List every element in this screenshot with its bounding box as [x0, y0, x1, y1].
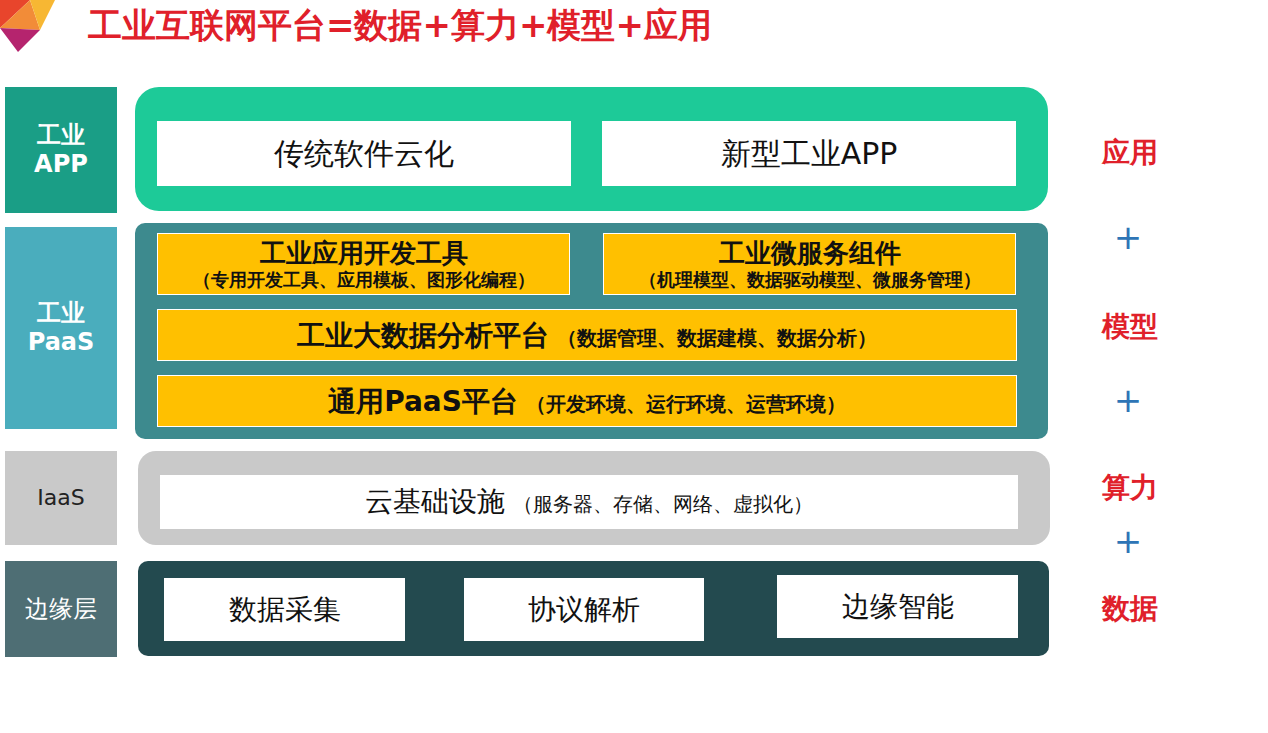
box-label: 工业微服务组件: [719, 238, 901, 269]
plus-sign: +: [1114, 380, 1143, 420]
layer-role: 算力: [1102, 469, 1158, 507]
layer-role: 模型: [1102, 308, 1158, 346]
box-detail: （机理模型、数据驱动模型、微服务管理）: [639, 269, 981, 291]
box-label: IaaS: [37, 485, 84, 511]
box-detail: （开发环境、运行环境、运营环境）: [526, 392, 846, 416]
plus-sign: +: [1114, 217, 1143, 257]
app-box: 传统软件云化: [157, 121, 571, 186]
module-box: 工业应用开发工具（专用开发工具、应用模板、图形化编程）: [157, 233, 570, 295]
box-detail: （服务器、存储、网络、虚拟化）: [513, 492, 813, 516]
box-label: 数据采集: [229, 593, 341, 627]
corner-shard: [30, 0, 55, 30]
layer-role: 应用: [1102, 134, 1158, 172]
box-label: 通用PaaS平台: [328, 385, 518, 419]
edge-box: 协议解析: [464, 578, 704, 641]
module-box: 通用PaaS平台 （开发环境、运行环境、运营环境）: [157, 375, 1017, 427]
app-box: 新型工业APP: [602, 121, 1016, 186]
box-label: 工业 PaaS: [26, 299, 96, 357]
edge-box: 边缘智能: [777, 575, 1018, 638]
box-label: 工业大数据分析平台: [297, 319, 549, 353]
layer-label: 工业 PaaS: [5, 227, 117, 429]
layer-band: 数据采集 协议解析 边缘智能: [138, 561, 1049, 656]
box-detail: （数据管理、数据建模、数据分析）: [557, 326, 877, 350]
box-detail: （专用开发工具、应用模板、图形化编程）: [193, 269, 535, 291]
box-label: 边缘层: [25, 595, 97, 624]
box-label: 协议解析: [528, 593, 640, 627]
box-label: 传统软件云化: [274, 136, 454, 172]
corner-decoration: [0, 0, 60, 60]
box-label: 工业应用开发工具: [260, 238, 468, 269]
plus-sign: +: [1114, 521, 1143, 561]
box-label: 边缘智能: [842, 590, 954, 624]
layer-label: 边缘层: [5, 561, 117, 657]
box-label: 工业 APP: [29, 121, 93, 179]
box-label: 云基础设施: [365, 485, 505, 519]
layer-band: 工业应用开发工具（专用开发工具、应用模板、图形化编程） 工业微服务组件（机理模型、…: [135, 223, 1048, 439]
diagram-title: 工业互联网平台=数据+算力+模型+应用: [88, 3, 712, 49]
corner-shard: [0, 28, 40, 52]
layer-label: 工业 APP: [5, 87, 117, 213]
module-box: 工业大数据分析平台 （数据管理、数据建模、数据分析）: [157, 309, 1017, 361]
module-box: 工业微服务组件（机理模型、数据驱动模型、微服务管理）: [603, 233, 1016, 295]
box-label: 新型工业APP: [721, 136, 898, 172]
layer-band: 云基础设施 （服务器、存储、网络、虚拟化）: [138, 451, 1050, 545]
layer-band: 传统软件云化 新型工业APP: [135, 87, 1048, 211]
layer-role: 数据: [1102, 590, 1158, 628]
edge-box: 数据采集: [164, 578, 405, 641]
layer-label: IaaS: [5, 451, 117, 545]
infra-box: 云基础设施 （服务器、存储、网络、虚拟化）: [160, 475, 1018, 529]
